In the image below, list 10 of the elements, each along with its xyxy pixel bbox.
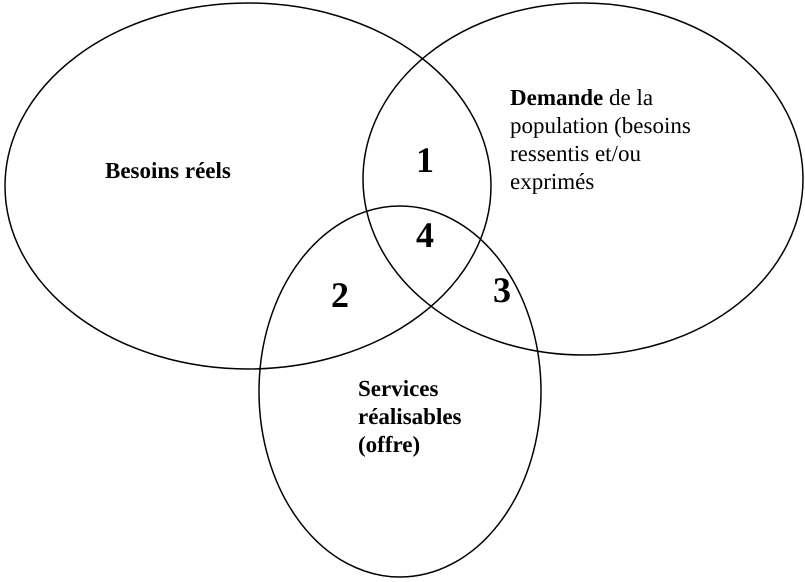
set-label: Services réalisables (offre) bbox=[358, 375, 462, 459]
region-number: 4 bbox=[416, 215, 434, 255]
set-ellipse bbox=[362, 2, 804, 356]
region-number: 3 bbox=[493, 270, 511, 310]
region-number: 1 bbox=[416, 140, 434, 180]
set-ellipse bbox=[4, 2, 492, 370]
region-number: 2 bbox=[331, 275, 349, 315]
set-label: Besoins réels bbox=[105, 157, 232, 185]
set-label: Demande de la population (besoins ressentis et/ou exprimés bbox=[510, 84, 692, 196]
set-ellipse bbox=[258, 205, 542, 578]
